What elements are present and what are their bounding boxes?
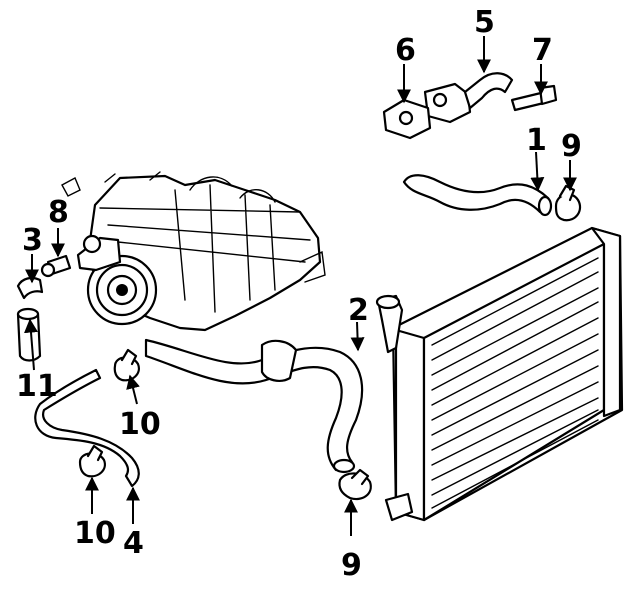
hose-clamp-9-top bbox=[554, 184, 582, 222]
callout-11: 11 bbox=[16, 369, 58, 404]
heater-hose-4 bbox=[34, 368, 140, 488]
callout-8: 8 bbox=[48, 195, 69, 230]
upper-radiator-hose-1 bbox=[402, 174, 553, 217]
hose-3 bbox=[16, 276, 44, 300]
callout-9-bottom: 9 bbox=[341, 548, 362, 583]
gasket-6 bbox=[382, 98, 432, 140]
callout-2: 2 bbox=[348, 293, 369, 328]
leader-2 bbox=[350, 321, 365, 352]
callout-5: 5 bbox=[474, 5, 495, 40]
hose-11 bbox=[16, 307, 42, 362]
bolt-7 bbox=[510, 84, 558, 112]
hose-clamp-10-lower bbox=[78, 444, 106, 478]
callout-6: 6 bbox=[395, 33, 416, 68]
fitting-8 bbox=[40, 254, 72, 278]
callout-1: 1 bbox=[526, 123, 547, 158]
water-outlet-5 bbox=[423, 72, 514, 124]
hose-clamp-10-upper bbox=[113, 348, 140, 382]
leader-11 bbox=[24, 318, 38, 371]
leader-1 bbox=[530, 151, 545, 192]
callout-4: 4 bbox=[123, 526, 144, 561]
leader-10-upper bbox=[126, 374, 140, 405]
lower-radiator-hose-2 bbox=[144, 338, 364, 474]
callout-10-lower: 10 bbox=[74, 516, 116, 551]
callout-9-top: 9 bbox=[561, 129, 582, 164]
callout-3: 3 bbox=[22, 223, 43, 258]
hose-clamp-9-bottom bbox=[338, 468, 372, 501]
radiator bbox=[375, 226, 624, 522]
callout-10-upper: 10 bbox=[119, 407, 161, 442]
callout-labels: 1 2 3 4 5 6 7 8 9 9 10 10 11 bbox=[16, 5, 582, 583]
callout-7: 7 bbox=[532, 33, 553, 68]
leader-lines bbox=[24, 36, 577, 536]
engine-assembly bbox=[61, 171, 326, 332]
